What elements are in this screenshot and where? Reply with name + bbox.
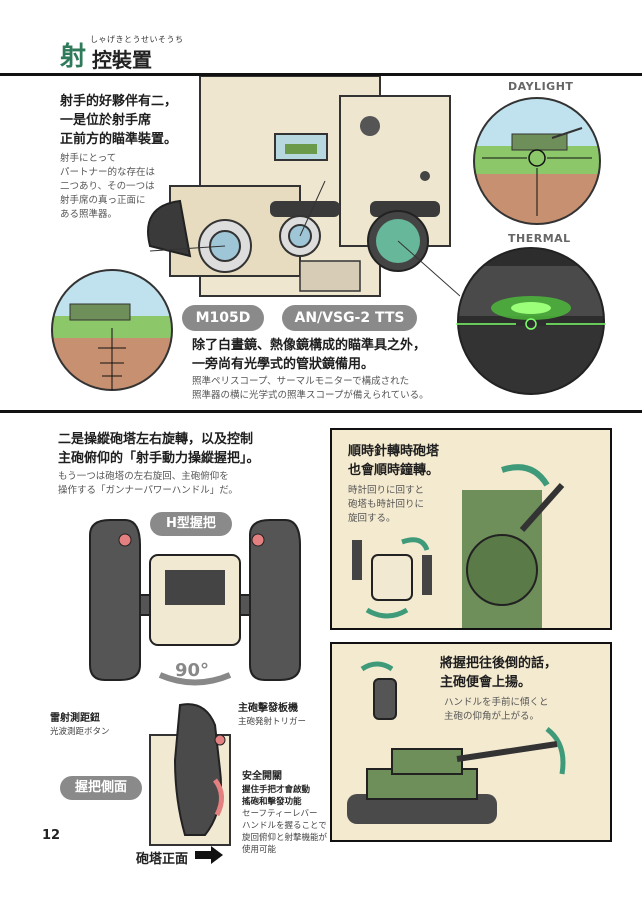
panel2-illustration <box>347 661 566 824</box>
top-intro-jp-line: 射手席の真っ正面に <box>60 195 146 206</box>
trigger-label-zh: 主砲擊發板機 <box>238 703 298 714</box>
laser-label-jp: 光波測距ボタン <box>50 727 110 737</box>
top-intro-jp-line: 射手にとって <box>60 153 117 164</box>
bottom-intro-jp: もう一つは砲塔の左右旋回、主砲俯仰を 操作する「ガンナーパワーハンドル」だ。 <box>58 470 328 498</box>
safety-jp-line: セーフティーレバー <box>242 809 318 819</box>
title-text: 控裝置 <box>92 48 152 72</box>
daylight-scope-view <box>473 97 601 225</box>
top-intro-jp-line: 二つあり、その一つは <box>60 181 155 192</box>
callout-laser: 雷射測距鈕 光波測距ボタン <box>50 712 110 738</box>
h-grip-label: H型握把 <box>150 512 232 536</box>
arrow-right-icon <box>195 846 223 864</box>
panel2-jp-line: ハンドルを手前に傾くと <box>444 697 549 708</box>
top-desc-zh-line: 一旁尚有光學式的管狀鏡備用。 <box>192 357 375 372</box>
panel1-jp-line: 旋回する。 <box>348 513 396 524</box>
m105d-scope-view <box>51 269 173 391</box>
header-divider <box>0 73 642 76</box>
panel2-text-zh: 將握把往後倒的話， 主砲便會上揚。 <box>440 654 557 692</box>
trigger-label-jp: 主砲発射トリガー <box>238 717 307 727</box>
laser-label-zh: 雷射測距鈕 <box>50 713 100 724</box>
top-desc-jp-line: 照準器の横に光学式の照準スコープが備えられている。 <box>192 390 429 401</box>
page-number: 12 <box>42 828 61 843</box>
panel1-text-jp: 時計回りに回すと 砲塔も時計回りに 旋回する。 <box>348 484 424 526</box>
safety-jp-line: 使用可能 <box>242 845 277 855</box>
section-divider <box>0 410 642 413</box>
panel2-jp-line: 主砲の仰角が上がる。 <box>444 711 540 722</box>
top-intro-jp-line: ある照準器。 <box>60 209 118 220</box>
panel2-text-jp: ハンドルを手前に傾くと 主砲の仰角が上がる。 <box>444 696 549 724</box>
top-desc-zh-line: 除了白晝鏡、熱像鏡構成的瞄準具之外， <box>192 338 427 353</box>
panel1-jp-line: 砲塔も時計回りに <box>348 499 425 510</box>
panel1-jp-line: 時計回りに回すと <box>348 485 425 496</box>
panel2-zh-line: 將握把往後倒的話， <box>440 656 558 671</box>
panel1-text-zh: 順時針轉時砲塔 也會順時鐘轉。 <box>348 442 439 480</box>
turret-front-label: 砲塔正面 <box>136 852 189 867</box>
bottom-intro-zh: 二是操縱砲塔左右旋轉，以及控制 主砲俯仰的「射手動力操縱握把」。 <box>58 430 328 468</box>
rotation-angle-label: 90° <box>175 660 210 681</box>
top-desc-jp: 照準ペリスコープ、サーマルモニターで構成された 照準器の横に光学式の照準スコープ… <box>192 375 462 403</box>
top-intro-zh-line: 射手的好夥伴有二， <box>60 94 178 109</box>
top-desc-jp-line: 照準ペリスコープ、サーマルモニターで構成された <box>192 376 410 387</box>
top-intro-zh-line: 正前方的瞄準裝置。 <box>60 132 178 147</box>
label-m105d: M105D <box>182 305 264 331</box>
top-intro-zh: 射手的好夥伴有二， 一是位於射手席 正前方的瞄準裝置。 <box>60 92 220 149</box>
bottom-intro-zh-line: 主砲俯仰的「射手動力操縱握把」。 <box>58 451 260 466</box>
top-intro-jp-line: パートナー的な存在は <box>60 167 156 178</box>
panel-gun-elevation: 將握把往後倒的話， 主砲便會上揚。 ハンドルを手前に傾くと 主砲の仰角が上がる。 <box>330 642 612 842</box>
safety-desc-zh-line: 搖砲和擊發功能 <box>242 797 302 807</box>
callout-trigger: 主砲擊發板機 主砲発射トリガー <box>238 702 306 728</box>
label-anvsg: AN/VSG-2 TTS <box>282 305 417 331</box>
grip-side-label: 握把側面 <box>60 776 142 800</box>
panel-turret-rotation: 順時針轉時砲塔 也會順時鐘轉。 時計回りに回すと 砲塔も時計回りに 旋回する。 <box>330 428 612 630</box>
safety-desc-zh-line: 握住手把才會啟動 <box>242 785 311 795</box>
safety-jp-line: 旋回俯仰と射撃機能が <box>242 833 328 843</box>
top-intro-jp: 射手にとって パートナー的な存在は 二つあり、その一つは 射手席の真っ正面に あ… <box>60 152 180 222</box>
panel2-zh-line: 主砲便會上揚。 <box>440 675 532 690</box>
panel1-zh-line: 順時針轉時砲塔 <box>348 444 440 459</box>
bottom-intro-jp-line: もう一つは砲塔の左右旋回、主砲俯仰を <box>58 471 229 482</box>
bottom-intro-jp-line: 操作する「ガンナーパワーハンドル」だ。 <box>58 485 238 496</box>
bottom-intro-zh-line: 二是操縱砲塔左右旋轉，以及控制 <box>58 432 254 447</box>
thermal-scope-view <box>456 247 606 395</box>
h-grip-illustration <box>89 519 301 686</box>
panel1-zh-line: 也會順時鐘轉。 <box>348 463 440 478</box>
title-ruby: しゃげきとうせいそうち <box>90 35 184 44</box>
page-header: しゃげきとうせいそうち 射 控裝置 <box>50 30 250 72</box>
grip-side-view <box>149 703 231 846</box>
callout-safety: 安全開關 握住手把才會啟動 搖砲和擊發功能 セーフティーレバー ハンドルを握るこ… <box>242 770 337 856</box>
panel1-illustration <box>352 464 565 628</box>
top-desc-zh: 除了白晝鏡、熱像鏡構成的瞄準具之外， 一旁尚有光學式的管狀鏡備用。 <box>192 336 462 374</box>
top-intro-zh-line: 一是位於射手席 <box>60 113 152 128</box>
safety-label-zh: 安全開關 <box>242 771 282 782</box>
title-kanji: 射 <box>60 42 87 72</box>
daylight-caption: DAYLIGHT <box>508 80 574 93</box>
gunner-sight-illustration <box>147 76 460 297</box>
safety-jp-line: ハンドルを握ることで <box>242 821 327 831</box>
thermal-caption: THERMAL <box>508 232 571 245</box>
